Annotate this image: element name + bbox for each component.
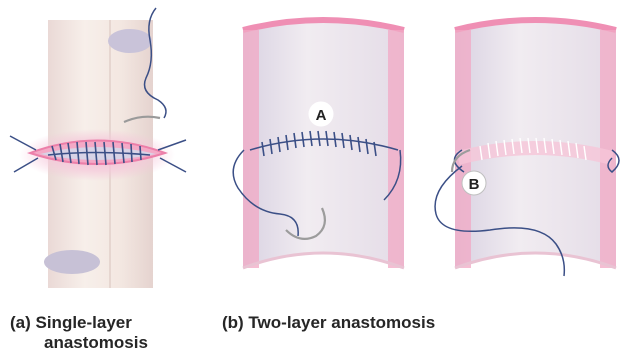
- panel-b-left-vessel: A: [233, 20, 404, 268]
- caption-a-line2: anastomosis: [10, 333, 148, 353]
- panel-b-right-vessel: B: [435, 20, 619, 276]
- caption-a: (a) Single-layer anastomosis: [10, 313, 148, 353]
- vessel-a-top-opening: [108, 29, 152, 53]
- caption-b: (b) Two-layer anastomosis: [222, 313, 435, 333]
- panel-a-single-layer: [10, 8, 186, 288]
- caption-a-line1: (a) Single-layer: [10, 313, 132, 332]
- callout-a-label: A: [316, 107, 327, 124]
- vessel-a-bottom-opening: [44, 250, 100, 274]
- vessel-b1-body: [243, 20, 404, 268]
- callout-b-label: B: [469, 176, 480, 193]
